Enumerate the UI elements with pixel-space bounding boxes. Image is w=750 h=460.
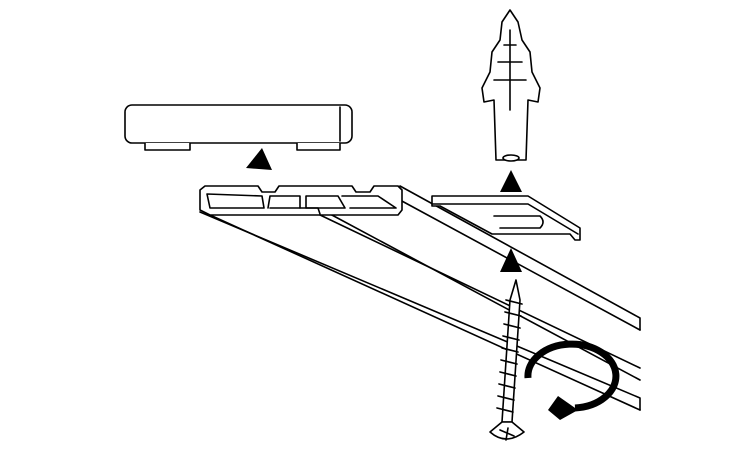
arrow-up-icon (500, 170, 522, 192)
rail-body (199, 185, 641, 411)
screw (489, 279, 525, 441)
rotate-clockwise-icon (524, 340, 620, 420)
mounting-plate (431, 195, 581, 241)
arrow-up-icon (500, 248, 522, 272)
wall-plug (481, 9, 541, 162)
arrow-up-icon (246, 148, 272, 170)
end-cap (124, 104, 353, 151)
rail-profile (199, 185, 403, 216)
